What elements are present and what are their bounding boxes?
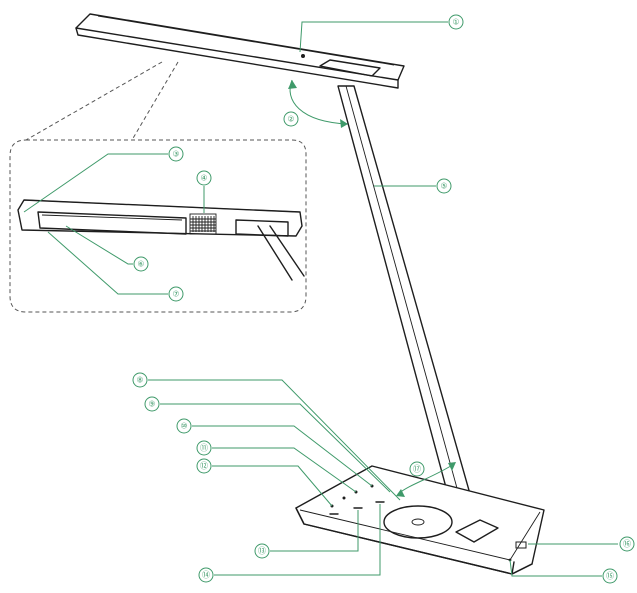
svg-text:⑧: ⑧: [136, 376, 143, 385]
svg-text:⑥: ⑥: [137, 260, 144, 269]
wireless-charging-pad: [383, 505, 453, 539]
usb-port: [515, 541, 527, 549]
arm-socket: [455, 519, 499, 543]
detail-inset: [9, 61, 307, 313]
svg-text:⑨: ⑨: [148, 400, 155, 409]
touch-key: [342, 496, 346, 500]
svg-text:⑩: ⑩: [180, 422, 187, 431]
inset-arm: [257, 225, 305, 281]
callout-6: ⑥: [133, 256, 149, 272]
svg-text:①: ①: [452, 18, 459, 27]
svg-text:⑬: ⑬: [258, 547, 266, 556]
svg-text:③: ③: [172, 150, 179, 159]
callout-7: ⑦: [168, 286, 184, 302]
callout-10: ⑩: [176, 418, 192, 434]
light-panel: [37, 211, 187, 235]
arrow-head: [448, 462, 456, 471]
callout-16: ⑯: [619, 536, 635, 552]
inset-hinge: [235, 219, 289, 237]
touch-key: [329, 501, 385, 515]
svg-text:⑪: ⑪: [200, 444, 208, 453]
arrow-head: [288, 80, 297, 89]
callout-15: ⑮: [602, 568, 618, 584]
head-sensor: [301, 54, 305, 58]
head-touch-panel: [319, 59, 381, 77]
svg-text:⑭: ⑭: [202, 571, 210, 580]
lamp-head: [75, 13, 405, 89]
svg-text:⑦: ⑦: [172, 290, 179, 299]
svg-text:④: ④: [200, 174, 207, 183]
svg-text:⑤: ⑤: [440, 182, 447, 191]
callout-11: ⑪: [196, 440, 212, 456]
svg-text:②: ②: [287, 115, 294, 124]
svg-text:⑫: ⑫: [200, 462, 208, 471]
arrow-head: [340, 119, 348, 128]
callout-12: ⑫: [196, 458, 212, 474]
leader-lines: [23, 21, 618, 577]
callout-9: ⑨: [144, 396, 160, 412]
callout-2: ②: [283, 111, 299, 127]
arrow-head: [396, 489, 405, 497]
lamp-arm: [337, 85, 479, 533]
callout-13: ⑬: [254, 543, 270, 559]
svg-text:⑯: ⑯: [623, 540, 631, 549]
callout-8: ⑧: [132, 372, 148, 388]
callout-3: ③: [168, 146, 184, 162]
callout-5: ⑤: [436, 178, 452, 194]
speaker-grille: [189, 213, 217, 235]
callout-14: ⑭: [198, 567, 214, 583]
callout-4: ④: [196, 170, 212, 186]
callout-17: ⑰: [409, 461, 425, 477]
svg-text:⑰: ⑰: [413, 465, 421, 474]
svg-text:⑮: ⑮: [606, 572, 614, 581]
callout-1: ①: [448, 14, 464, 30]
lamp-base: [295, 465, 545, 575]
